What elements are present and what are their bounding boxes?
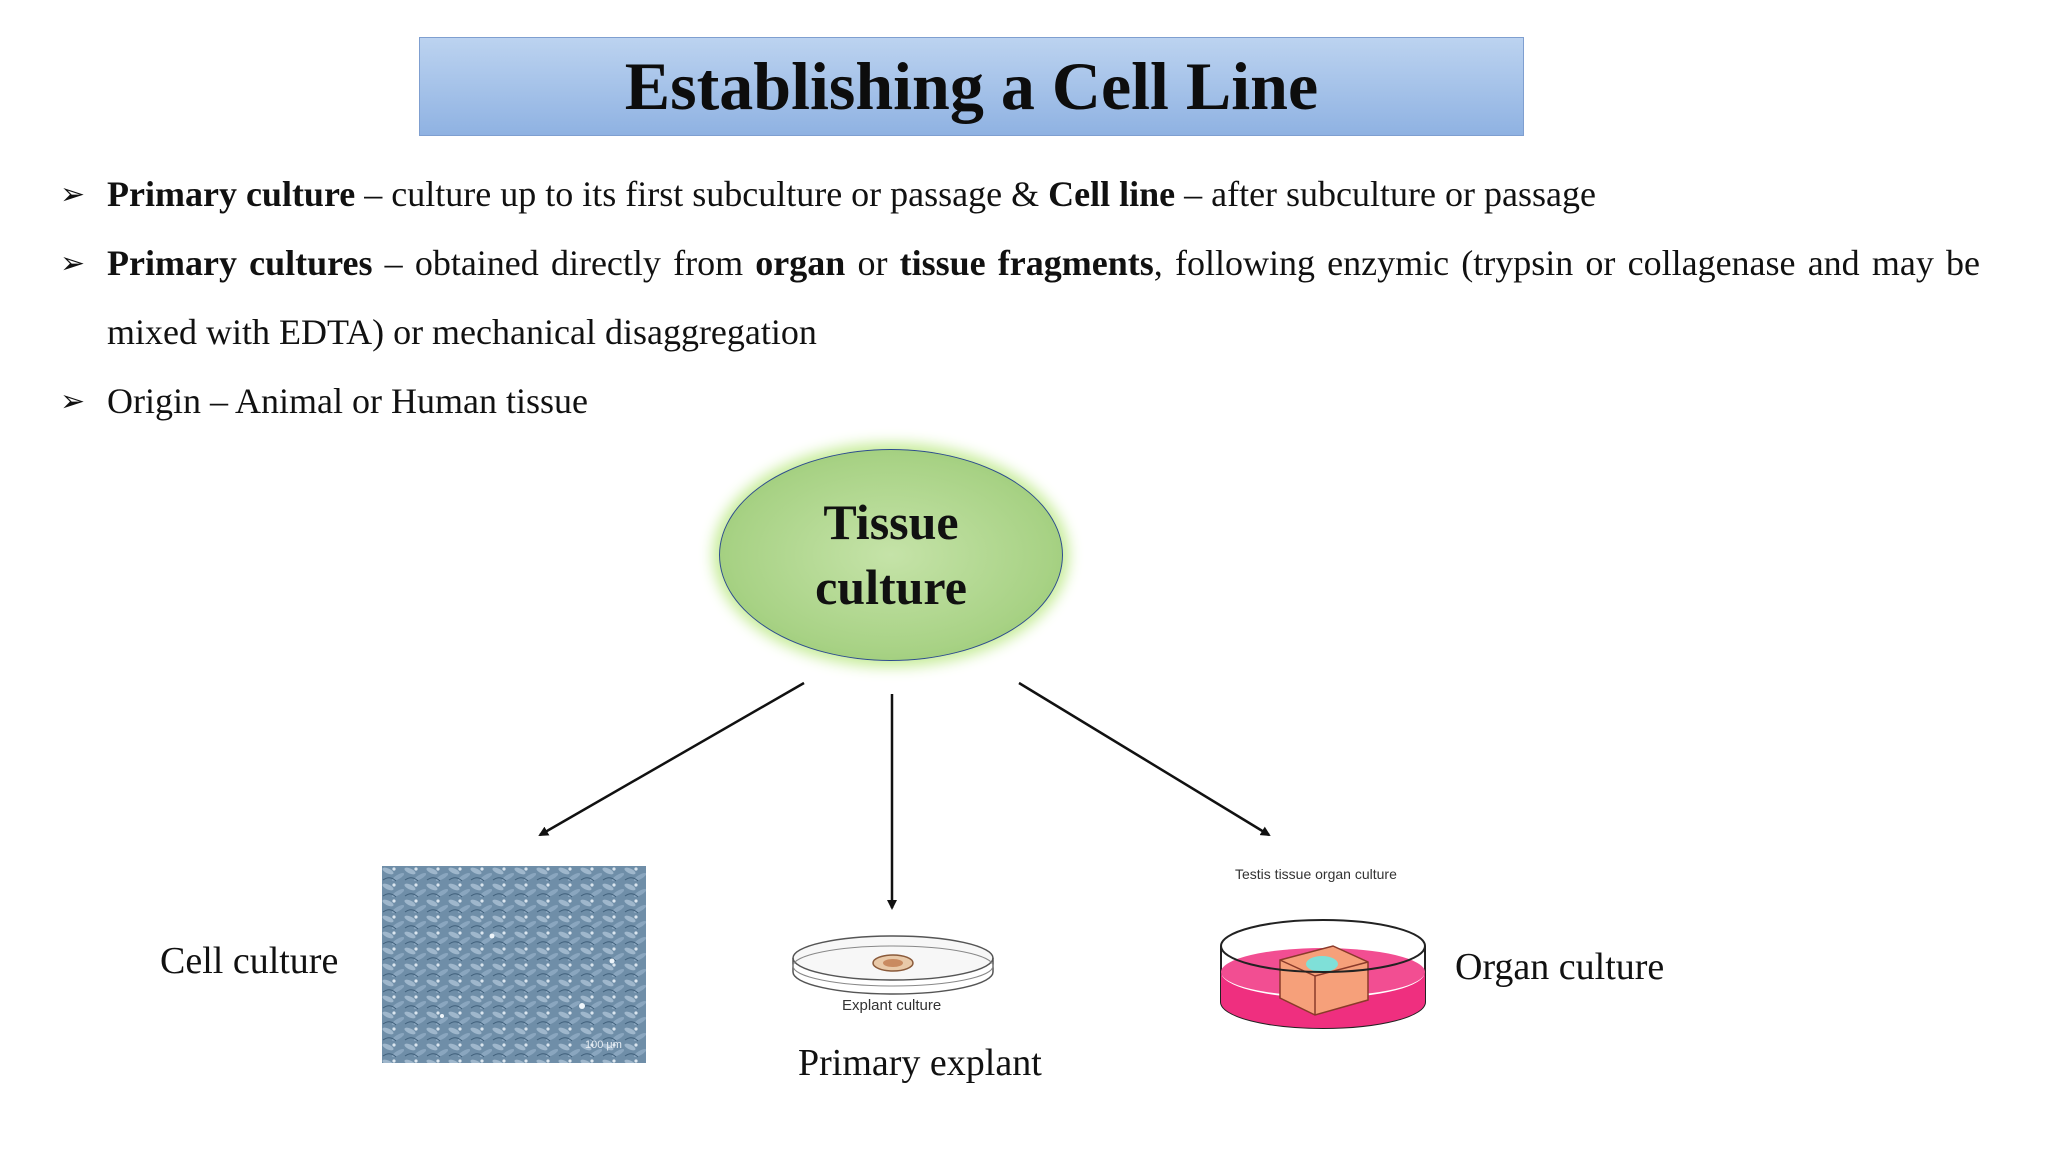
title-banner: Establishing a Cell Line xyxy=(419,37,1524,136)
bullet-list: ➢ Primary culture – culture up to its fi… xyxy=(60,160,1980,436)
organ-caption: Testis tissue organ culture xyxy=(1235,866,1397,882)
page-title: Establishing a Cell Line xyxy=(624,48,1319,124)
bullet-text: – culture up to its first subculture or … xyxy=(355,174,1049,214)
explant-caption: Explant culture xyxy=(842,997,942,1014)
bullet-text: , following enzymic (trypsin or collagen… xyxy=(107,243,1980,352)
bold-term: tissue fragments xyxy=(899,243,1154,283)
scale-bar-text: 100 µm xyxy=(585,1039,622,1051)
node-label-line2: culture xyxy=(815,559,967,615)
bullet-text: or xyxy=(845,243,900,283)
bullet-item: ➢ Origin – Animal or Human tissue xyxy=(60,367,1980,436)
arrow-left xyxy=(538,681,805,837)
cell-culture-label: Cell culture xyxy=(160,940,339,982)
cell-culture-micrograph: 100 µm xyxy=(382,866,646,1063)
bullet-text: – after subculture or passage xyxy=(1175,174,1596,214)
tissue-culture-node: Tissue culture xyxy=(719,449,1063,661)
primary-explant-label: Primary explant xyxy=(798,1042,1042,1084)
arrow-bullet-icon: ➢ xyxy=(60,247,86,280)
bullet-text: – obtained directly from xyxy=(372,243,756,283)
bold-term: Primary culture xyxy=(107,174,356,214)
bullet-item: ➢ Primary culture – culture up to its fi… xyxy=(60,160,1980,229)
organ-culture-dish-illustration xyxy=(1220,919,1426,1029)
bold-term: organ xyxy=(755,243,846,283)
arrow-right xyxy=(1018,681,1271,837)
bullet-text: Origin – Animal or Human tissue xyxy=(107,381,588,421)
arrow-bullet-icon: ➢ xyxy=(60,178,86,211)
bold-term: Primary cultures xyxy=(107,243,373,283)
arrow-bullet-icon: ➢ xyxy=(60,385,86,418)
bold-term: Cell line xyxy=(1048,174,1176,214)
organ-culture-label: Organ culture xyxy=(1455,946,1665,988)
explant-dish-illustration xyxy=(792,935,994,995)
bullet-item: ➢ Primary cultures – obtained directly f… xyxy=(60,229,1980,367)
node-label-line1: Tissue xyxy=(823,494,959,550)
